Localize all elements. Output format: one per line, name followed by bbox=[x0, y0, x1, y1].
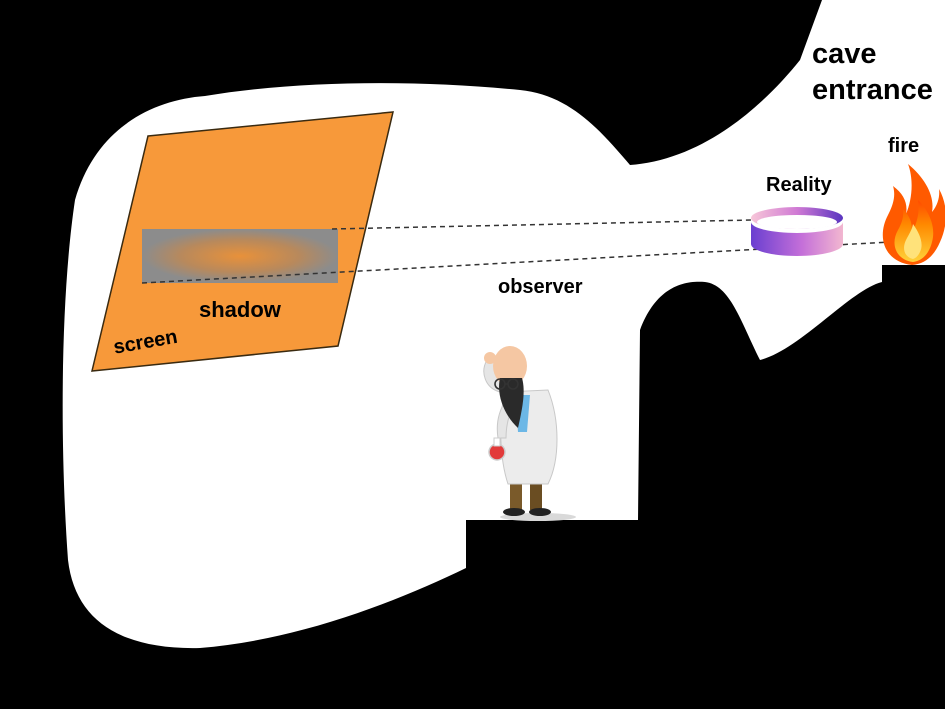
reality-label: Reality bbox=[766, 174, 832, 196]
cave-label-line1: cave bbox=[812, 38, 877, 70]
cave-label-line2: entrance bbox=[812, 74, 933, 106]
cave-entrance-label: cave entrance bbox=[812, 36, 933, 108]
fire-label: fire bbox=[888, 135, 920, 157]
fire-icon bbox=[882, 164, 945, 265]
ring-icon bbox=[751, 207, 843, 256]
shadow-label: shadow bbox=[199, 297, 281, 322]
shadow-rect bbox=[142, 229, 338, 283]
scientist-icon bbox=[483, 346, 576, 521]
observer-label: observer bbox=[498, 276, 583, 298]
ray-top bbox=[331, 219, 753, 230]
